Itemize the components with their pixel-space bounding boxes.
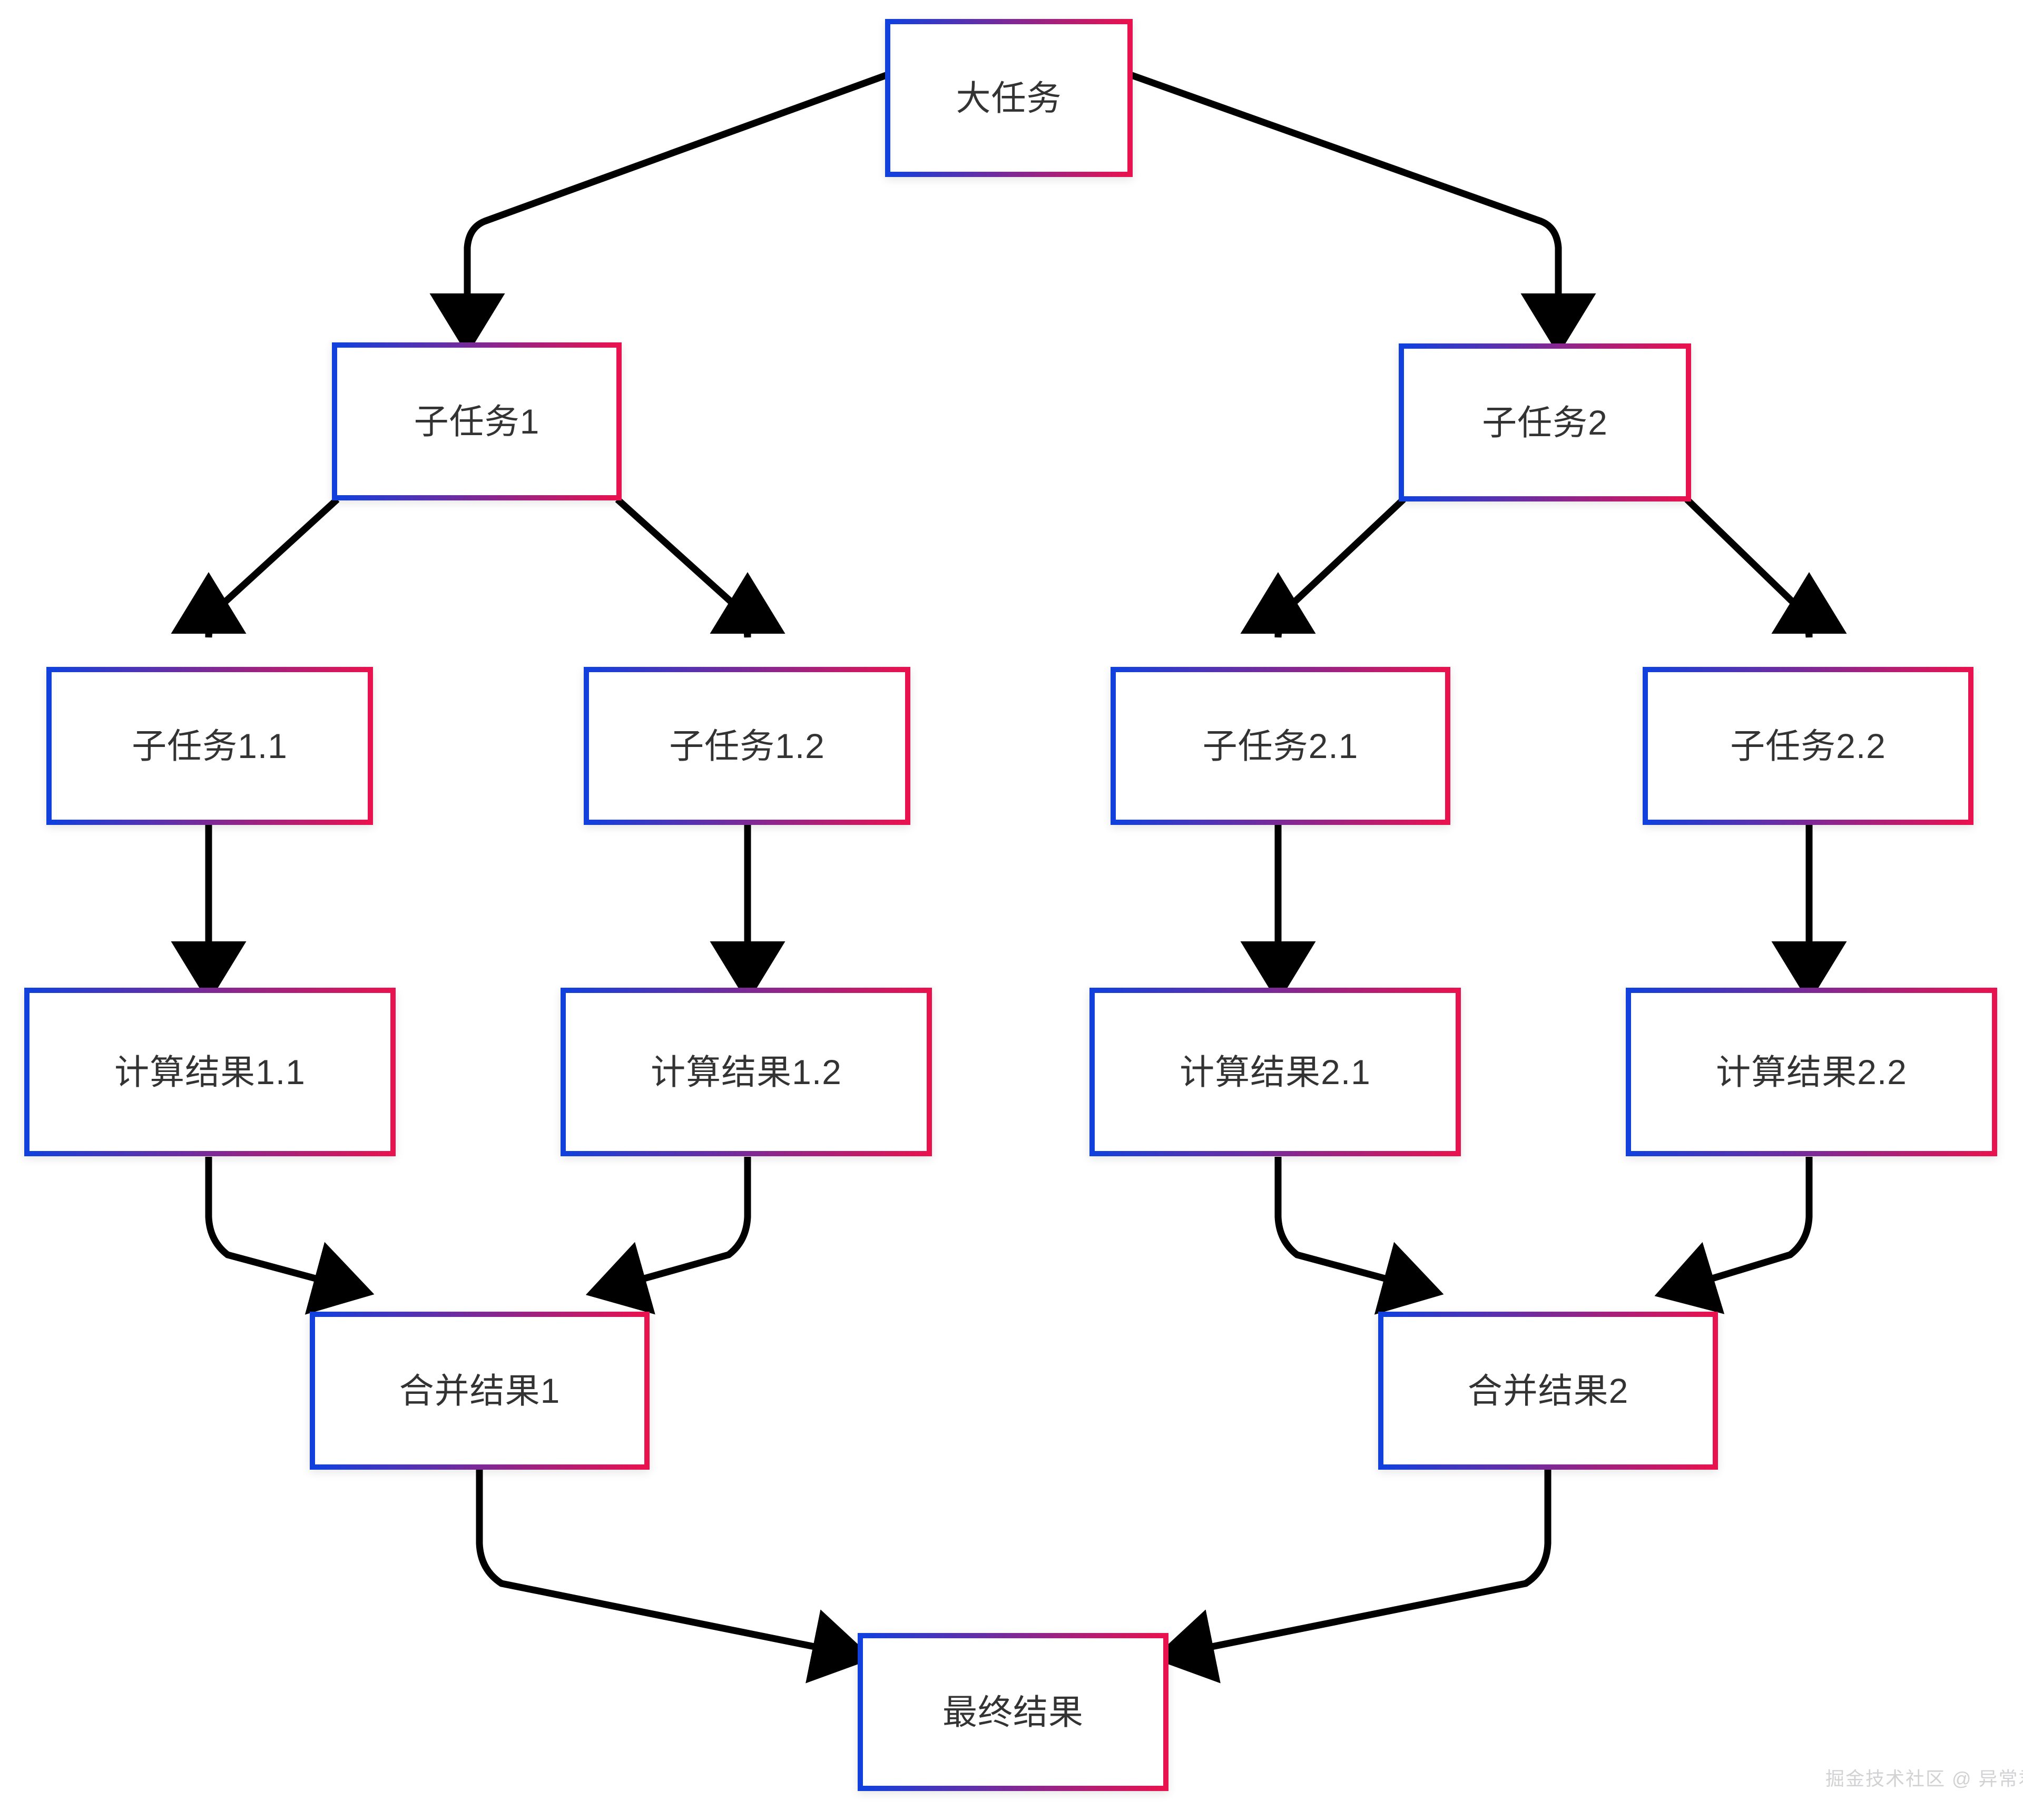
node-label-result1-1: 计算结果1.1: [114, 1052, 306, 1091]
edge-root-to-sub2: [1126, 70, 1596, 355]
edge-sub1-to-sub1_1: [171, 497, 340, 638]
node-label-final: 最终结果: [942, 1692, 1084, 1732]
node-label-result1-2: 计算结果1.2: [651, 1052, 842, 1091]
edge-merge1-to-final: [476, 1470, 873, 1684]
node-label-merge2: 合并结果2: [1467, 1371, 1629, 1410]
node-sub1[interactable]: 子任务1: [332, 342, 622, 500]
watermark-text: 掘金技术社区 @ 异常君: [1825, 1768, 2023, 1789]
edge-merge2-to-final: [1153, 1470, 1551, 1684]
edge-res1_2-to-merge1: [585, 1157, 751, 1315]
node-sub2-1[interactable]: 子任务2.1: [1111, 667, 1450, 825]
edge-sub2-to-sub2_2: [1684, 497, 1847, 638]
node-label-merge1: 合并结果1: [399, 1371, 561, 1410]
node-label-sub2-2: 子任务2.2: [1730, 726, 1886, 765]
node-label-sub2: 子任务2: [1482, 402, 1608, 442]
node-result1-2[interactable]: 计算结果1.2: [561, 988, 932, 1156]
node-sub2-2[interactable]: 子任务2.2: [1643, 667, 1973, 825]
node-label-result2-2: 计算结果2.2: [1716, 1052, 1907, 1091]
node-sub1-1[interactable]: 子任务1.1: [46, 667, 373, 825]
node-label-sub2-1: 子任务2.1: [1202, 726, 1359, 765]
node-merge1[interactable]: 合并结果1: [310, 1312, 650, 1470]
node-final[interactable]: 最终结果: [858, 1633, 1168, 1791]
node-result1-1[interactable]: 计算结果1.1: [24, 988, 396, 1156]
node-result2-2[interactable]: 计算结果2.2: [1626, 988, 1997, 1156]
edge-res1_1-to-merge1: [205, 1157, 375, 1315]
edge-sub2-to-sub2_1: [1240, 497, 1406, 638]
node-sub1-2[interactable]: 子任务1.2: [584, 667, 910, 825]
node-sub2[interactable]: 子任务2: [1399, 343, 1691, 501]
node-label-sub1-1: 子任务1.1: [132, 726, 288, 765]
edge-root-to-sub1: [429, 70, 892, 355]
node-root[interactable]: 大任务: [885, 19, 1133, 177]
edge-res2_2-to-merge2: [1654, 1157, 1813, 1314]
node-result2-1[interactable]: 计算结果2.1: [1089, 988, 1461, 1156]
edge-res2_1-to-merge2: [1274, 1157, 1444, 1315]
node-label-sub1-2: 子任务1.2: [669, 726, 825, 765]
node-merge2[interactable]: 合并结果2: [1378, 1312, 1718, 1470]
node-label-root: 大任务: [956, 78, 1062, 117]
node-label-sub1: 子任务1: [414, 401, 540, 441]
edge-sub1-to-sub1_2: [615, 497, 785, 638]
node-label-result2-1: 计算结果2.1: [1180, 1052, 1371, 1091]
